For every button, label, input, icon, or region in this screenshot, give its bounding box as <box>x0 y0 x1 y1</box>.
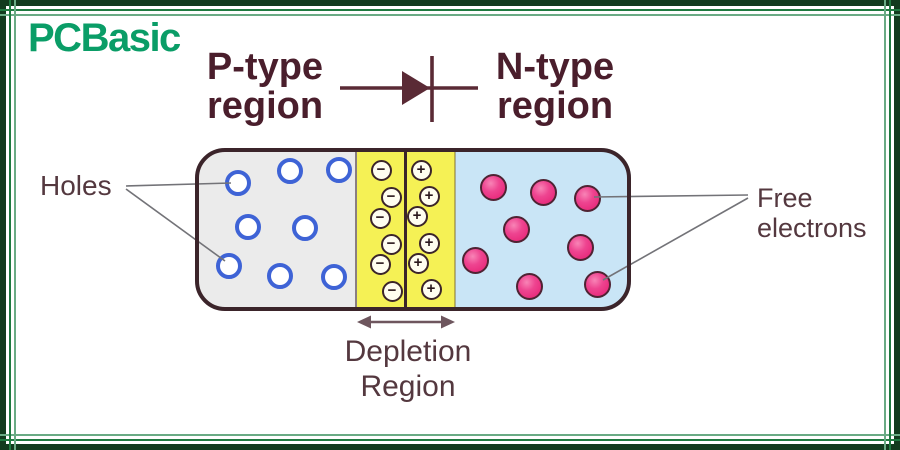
frame-line <box>0 439 900 441</box>
p-type-line2: region <box>206 84 324 127</box>
plus-charge: + <box>418 185 440 207</box>
minus-charge: − <box>369 207 391 229</box>
diode-triangle <box>402 71 430 105</box>
arrow-right-head <box>441 315 455 329</box>
hole-circle <box>292 215 318 241</box>
electron-circle <box>573 184 601 212</box>
minus-charge: − <box>370 159 392 181</box>
electron-circle <box>479 173 507 201</box>
depletion-right-boundary <box>454 148 456 311</box>
p-type-line1: P-type <box>206 46 324 88</box>
frame-line <box>14 0 16 450</box>
plus-charge: + <box>420 278 442 300</box>
minus-charge: − <box>380 233 402 255</box>
minus-charge: − <box>369 253 391 275</box>
electron-circle <box>583 270 611 298</box>
junction-box: −−−−−− ++++++ <box>195 148 631 311</box>
plus-charge: + <box>407 252 429 274</box>
plus-charge: + <box>406 205 428 227</box>
hole-circle <box>267 263 293 289</box>
junction-center-line <box>404 148 407 311</box>
hole-circle <box>277 158 303 184</box>
hole-circle <box>321 264 347 290</box>
n-type-line2: region <box>496 84 614 127</box>
electron-circle <box>529 178 557 206</box>
free-electrons-line2: electrons <box>757 213 867 244</box>
frame-line <box>9 0 11 450</box>
frame-line <box>889 0 891 450</box>
n-type-line1: N-type <box>495 46 615 88</box>
depletion-region-label: Depletion Region <box>318 334 498 405</box>
hole-circle <box>216 253 242 279</box>
p-type-region-title: P-type region <box>185 48 345 126</box>
frame-line <box>0 434 900 436</box>
minus-charge: − <box>380 186 402 208</box>
depletion-line2: Region <box>360 370 456 404</box>
pcbasic-logo: PCBasic <box>28 16 181 60</box>
electron-circle <box>502 215 530 243</box>
holes-label: Holes <box>40 170 112 201</box>
plus-charge: + <box>418 232 440 254</box>
arrow-left-head <box>357 315 371 329</box>
electron-circle <box>515 272 543 300</box>
free-electrons-label: Free electrons <box>757 183 867 243</box>
frame-line <box>0 9 900 11</box>
frame-line <box>884 0 886 450</box>
free-electrons-line1: Free <box>757 183 813 213</box>
hole-circle <box>225 170 251 196</box>
depletion-line1: Depletion <box>344 335 472 368</box>
electron-circle <box>461 246 489 274</box>
diode-symbol <box>340 56 478 122</box>
hole-circle <box>235 214 261 240</box>
depletion-left-boundary <box>355 148 357 311</box>
n-type-region-title: N-type region <box>475 48 635 126</box>
plus-charge: + <box>410 159 432 181</box>
electron-circle <box>566 233 594 261</box>
minus-charge: − <box>381 280 403 302</box>
hole-circle <box>326 157 352 183</box>
